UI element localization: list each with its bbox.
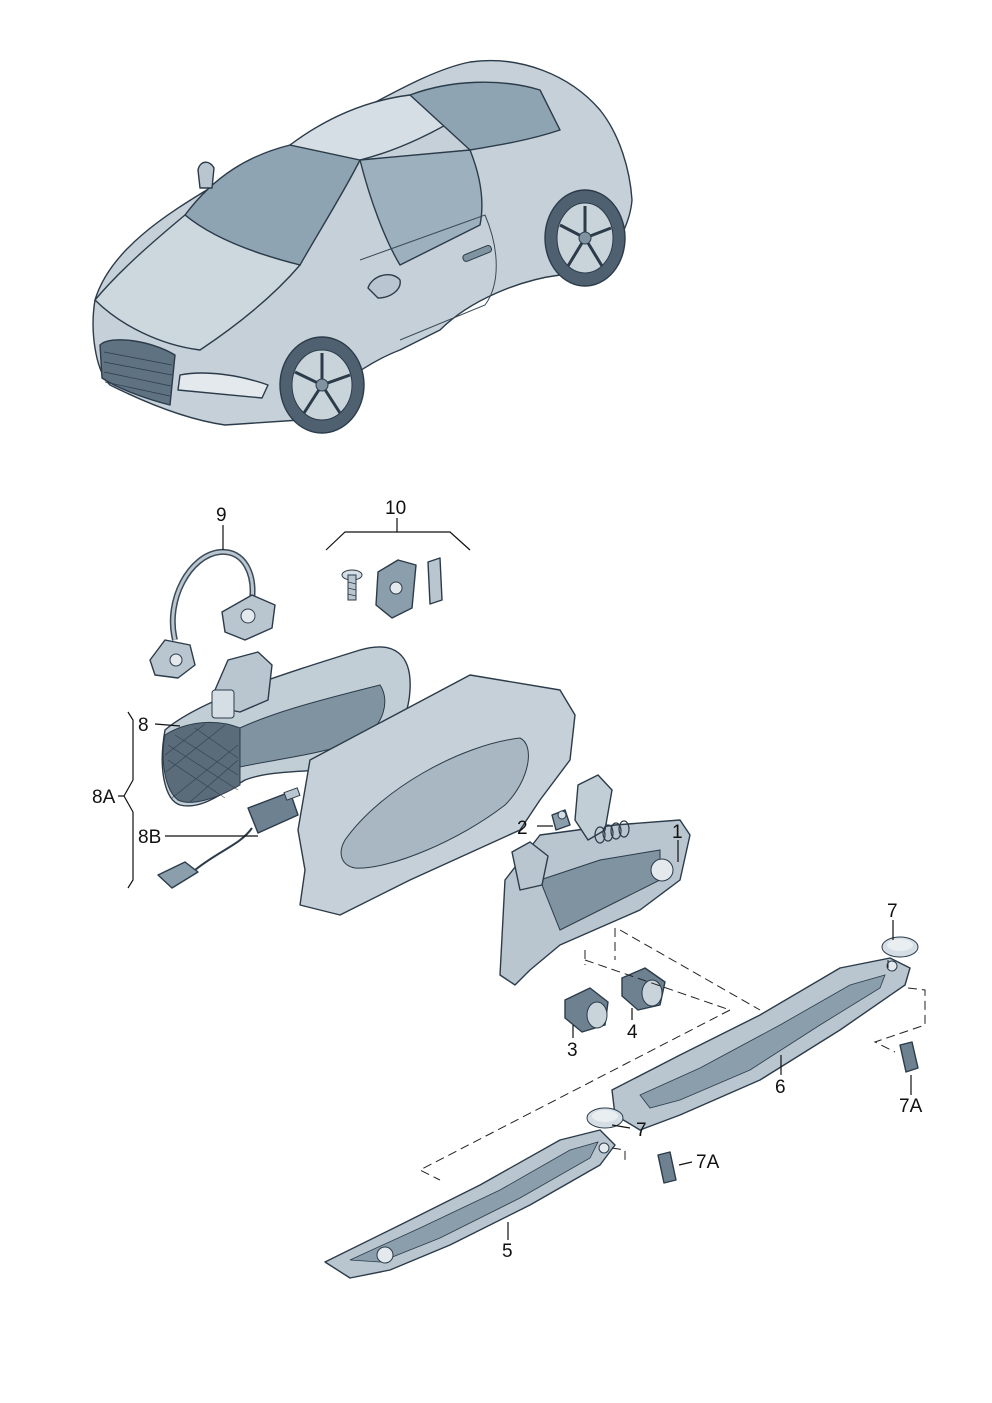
handle-8-key-cylinder: [211, 689, 235, 719]
part-7-cap-upper: [881, 936, 919, 958]
callout-7-lower: 7: [636, 1120, 647, 1141]
side-window: [359, 149, 483, 266]
assembly-lines: [418, 928, 926, 1181]
callout-8A: 8A: [92, 787, 116, 808]
handle-8-grip-opening: [219, 684, 386, 769]
part-6-trim-strip: [611, 957, 911, 1131]
handle-8-textured-end: [162, 721, 241, 803]
handle-8-texture: [164, 723, 239, 803]
bracket-10-hole: [389, 581, 403, 595]
connector-9-left-pin: [169, 653, 183, 667]
callout-4: 4: [627, 1022, 638, 1043]
callout-9: 9: [216, 505, 227, 526]
grille-mesh: [103, 351, 173, 397]
carrier-1-latch: [511, 841, 549, 891]
part-10-screw-kit: [341, 557, 443, 619]
part-7-cap-lower: [586, 1107, 624, 1129]
roof-antenna: [197, 161, 215, 189]
front-grille: [99, 339, 176, 406]
carrier-1-spring: [594, 820, 630, 844]
callout-8B: 8B: [138, 827, 161, 848]
part-2-bracket: [551, 809, 571, 831]
sensor-8B-plug: [157, 861, 199, 889]
headlight: [177, 372, 269, 399]
part-9-cable-assembly: [149, 548, 276, 679]
rear-wheel: [544, 189, 626, 287]
door-handle-on-car: [462, 245, 493, 262]
callout-7-upper: 7: [887, 901, 898, 922]
callout-3: 3: [567, 1040, 578, 1061]
clip-10: [427, 557, 443, 605]
front-wheel: [279, 336, 365, 434]
carrier-1-arm: [574, 774, 613, 841]
part-7A-pad-lower: [657, 1151, 677, 1184]
screw: [341, 569, 363, 601]
door-panel-section: [297, 674, 576, 916]
sensor-8B-body: [247, 791, 299, 834]
callout-7A-lower: 7A: [696, 1152, 720, 1173]
leader-lines: [118, 518, 912, 1240]
callout-2: 2: [517, 818, 528, 839]
part-7A-pad-upper: [899, 1041, 919, 1073]
callout-labels: 1 2 3 4 5 6 7 7 7A 7A 8 8A 8B 9 10: [92, 498, 923, 1262]
car-illustration: [92, 59, 633, 434]
callout-1: 1: [672, 822, 683, 843]
hood: [94, 214, 301, 351]
sensor-8B-tab: [283, 787, 301, 801]
side-mirror: [367, 274, 401, 299]
callout-6: 6: [775, 1077, 786, 1098]
door-outline: [359, 214, 497, 341]
rear-window: [409, 81, 561, 151]
part-8B-sensor: [157, 787, 301, 889]
carrier-1-cylinder-opening: [650, 858, 674, 882]
part-4-lock-cylinder: [621, 967, 666, 1011]
callout-8: 8: [138, 715, 149, 736]
cable-9-highlight: [171, 550, 255, 641]
door-panel-recess: [340, 737, 529, 869]
part-5-trim-strip: [324, 1129, 616, 1279]
sensor-8B-cable: [194, 827, 253, 871]
part-3-lock-cylinder: [564, 987, 609, 1033]
part-1-handle-carrier: [499, 774, 691, 986]
callout-7A-upper: 7A: [899, 1096, 923, 1117]
connector-9-right-pin: [240, 608, 256, 624]
callout-5: 5: [502, 1241, 513, 1262]
callout-10: 10: [385, 498, 406, 519]
